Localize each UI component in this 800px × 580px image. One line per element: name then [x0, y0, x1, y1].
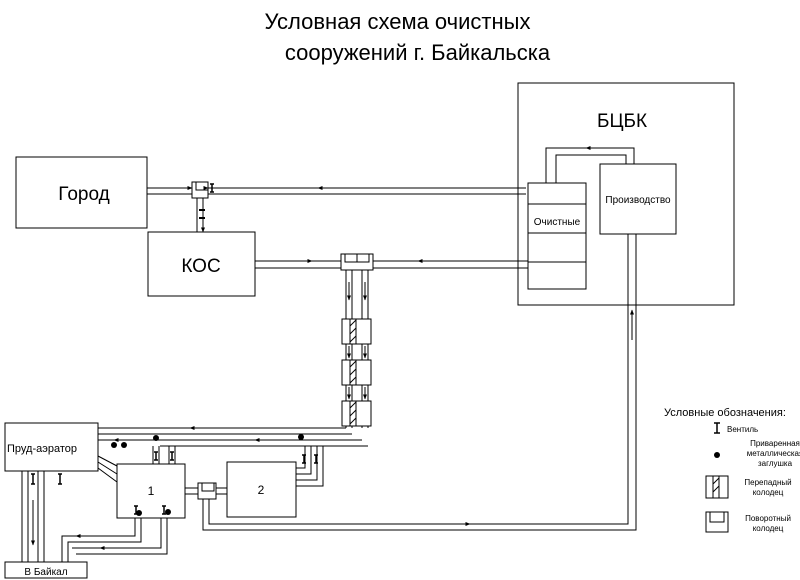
legend-turn-1: Поворотный: [745, 514, 791, 523]
drop-well-legend-icon: [705, 475, 729, 499]
outlet-box: [4, 561, 88, 579]
treatment-box: [527, 182, 587, 290]
production-box: [599, 163, 677, 235]
kos-label: КОС: [181, 256, 220, 277]
legend-turn-2: колодец: [753, 524, 784, 533]
pond-label: Пруд-аэратор: [7, 443, 77, 455]
treatment-label: Очистные: [534, 217, 581, 228]
tank-1-label: 1: [148, 484, 155, 498]
title-line-2: сооружений г. Байкальска: [284, 40, 551, 65]
legend-plug-2: металлическая: [747, 449, 800, 458]
pond-box: [4, 422, 99, 472]
city-box: [15, 156, 148, 229]
valve-icon: [31, 183, 720, 515]
legend-drop-2: колодец: [753, 488, 784, 497]
legend-plug-3: заглушка: [758, 459, 793, 468]
legend-plug-1: Приваренная: [750, 439, 800, 448]
outlet-label: В Байкал: [24, 567, 67, 578]
tank-2-label: 2: [258, 483, 265, 497]
production-label: Производство: [605, 195, 671, 206]
legend-drop-1: Перепадный: [744, 478, 791, 487]
tank-1-box: [116, 463, 186, 519]
legend-title: Условные обозначения:: [664, 407, 786, 419]
city-label: Город: [58, 184, 109, 205]
bcbk-label: БЦБК: [597, 111, 647, 132]
legend-valve: Вентиль: [727, 425, 758, 434]
tank-2-box: [226, 461, 297, 518]
diagram-title: Условная схема очистных сооружений г. Ба…: [0, 6, 800, 68]
plug-icon: [111, 434, 720, 516]
title-line-1: Условная схема очистных: [264, 9, 531, 34]
